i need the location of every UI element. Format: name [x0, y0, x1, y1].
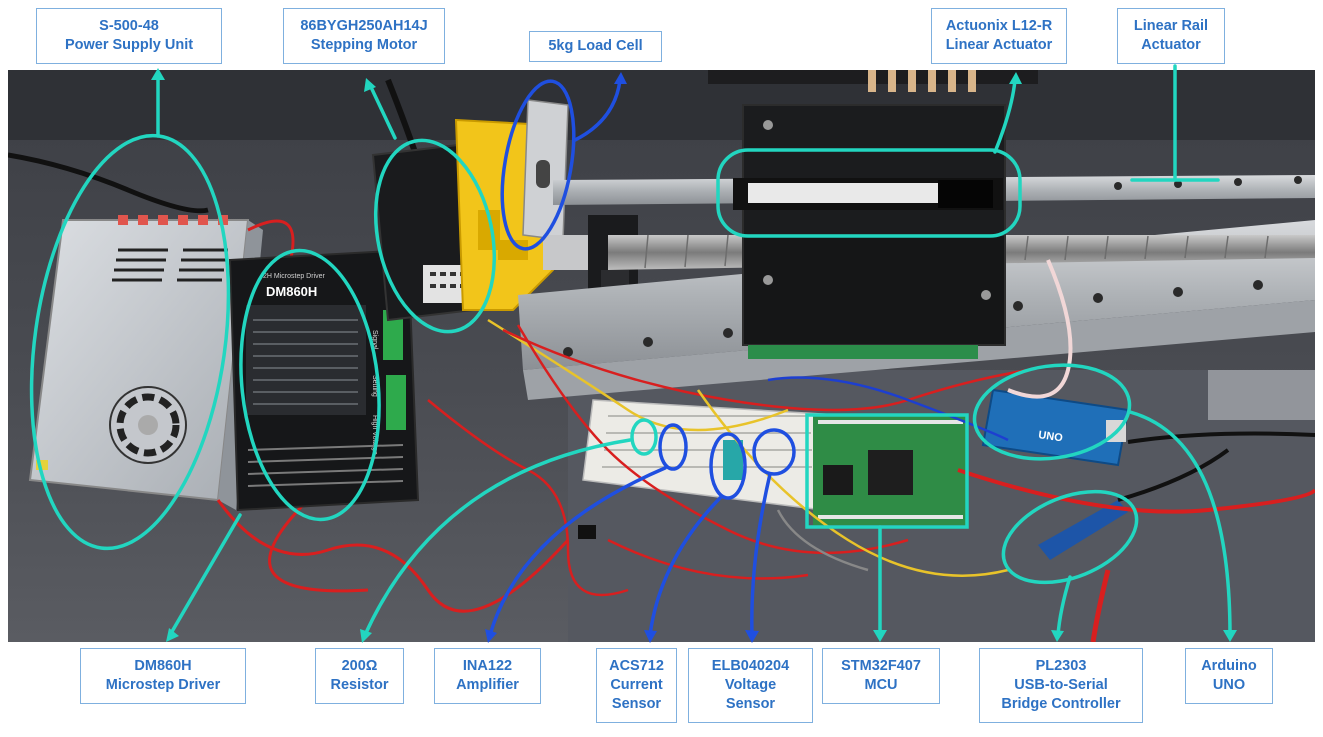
label-resistor: 200Ω Resistor: [315, 648, 404, 704]
lab-setup-photo: 2H Microstep Driver DM860H Signal Settin…: [8, 70, 1315, 642]
label-acs-line2: Current: [610, 677, 663, 693]
label-uno-line2: UNO: [1212, 677, 1246, 693]
label-actuonix-line2: Linear Actuator: [945, 37, 1053, 53]
label-acs: ACS712 Current Sensor: [596, 648, 677, 723]
label-psu-line2: Power Supply Unit: [64, 37, 194, 53]
label-ina-line2: Amplifier: [456, 677, 519, 693]
label-ina: INA122 Amplifier: [434, 648, 541, 704]
label-driver: DM860H Microstep Driver: [80, 648, 246, 704]
label-rail: Linear Rail Actuator: [1117, 8, 1225, 64]
label-actuonix: Actuonix L12-R Linear Actuator: [931, 8, 1067, 64]
label-resistor-line2: Resistor: [330, 677, 389, 693]
label-elb-line2: Voltage: [724, 677, 777, 693]
label-rail-line2: Actuator: [1141, 37, 1201, 53]
label-motor: 86BYGH250AH14J Stepping Motor: [283, 8, 445, 64]
driver-voltage-text: High Voltage: [371, 415, 378, 455]
label-resistor-line1: 200Ω: [341, 658, 378, 674]
label-uno: Arduino UNO: [1185, 648, 1273, 704]
label-psu: S-500-48 Power Supply Unit: [36, 8, 222, 64]
power-supply-device: [28, 215, 263, 510]
label-stm: STM32F407 MCU: [822, 648, 940, 704]
label-pl: PL2303 USB-to-Serial Bridge Controller: [979, 648, 1143, 723]
label-elb: ELB040204 Voltage Sensor: [688, 648, 813, 723]
driver-header-text: 2H Microstep Driver: [263, 273, 326, 280]
label-motor-line1: 86BYGH250AH14J: [300, 18, 428, 34]
label-elb-line3: Sensor: [725, 696, 776, 712]
stm32-board-device: [813, 415, 968, 525]
label-acs-line1: ACS712: [609, 658, 664, 674]
label-driver-line1: DM860H: [134, 658, 192, 674]
driver-signal-text: Signal: [371, 330, 378, 350]
label-pl-line2: USB-to-Serial: [1014, 677, 1108, 693]
carriage-block: [742, 104, 1006, 359]
label-psu-line1: S-500-48: [99, 18, 159, 34]
label-loadcell: 5kg Load Cell: [529, 31, 662, 62]
label-ina-line1: INA122: [462, 658, 513, 674]
label-pl-line1: PL2303: [1035, 658, 1087, 674]
label-loadcell-line1: 5kg Load Cell: [548, 38, 643, 54]
label-elb-line1: ELB040204: [711, 658, 790, 674]
load-cell-device: [522, 99, 569, 241]
label-stm-line2: MCU: [864, 677, 898, 693]
label-rail-line1: Linear Rail: [1133, 18, 1209, 34]
label-uno-line1: Arduino: [1201, 658, 1257, 674]
driver-setting-text: Setting: [371, 375, 378, 397]
label-actuonix-line1: Actuonix L12-R: [945, 18, 1053, 34]
label-pl-line3: Bridge Controller: [1001, 696, 1121, 712]
label-acs-line3: Sensor: [611, 696, 662, 712]
linear-actuator-device: [733, 178, 1003, 210]
label-motor-line2: Stepping Motor: [310, 37, 418, 53]
label-driver-line2: Microstep Driver: [105, 677, 221, 693]
driver-model-text: DM860H: [266, 284, 317, 299]
label-stm-line1: STM32F407: [841, 658, 921, 674]
